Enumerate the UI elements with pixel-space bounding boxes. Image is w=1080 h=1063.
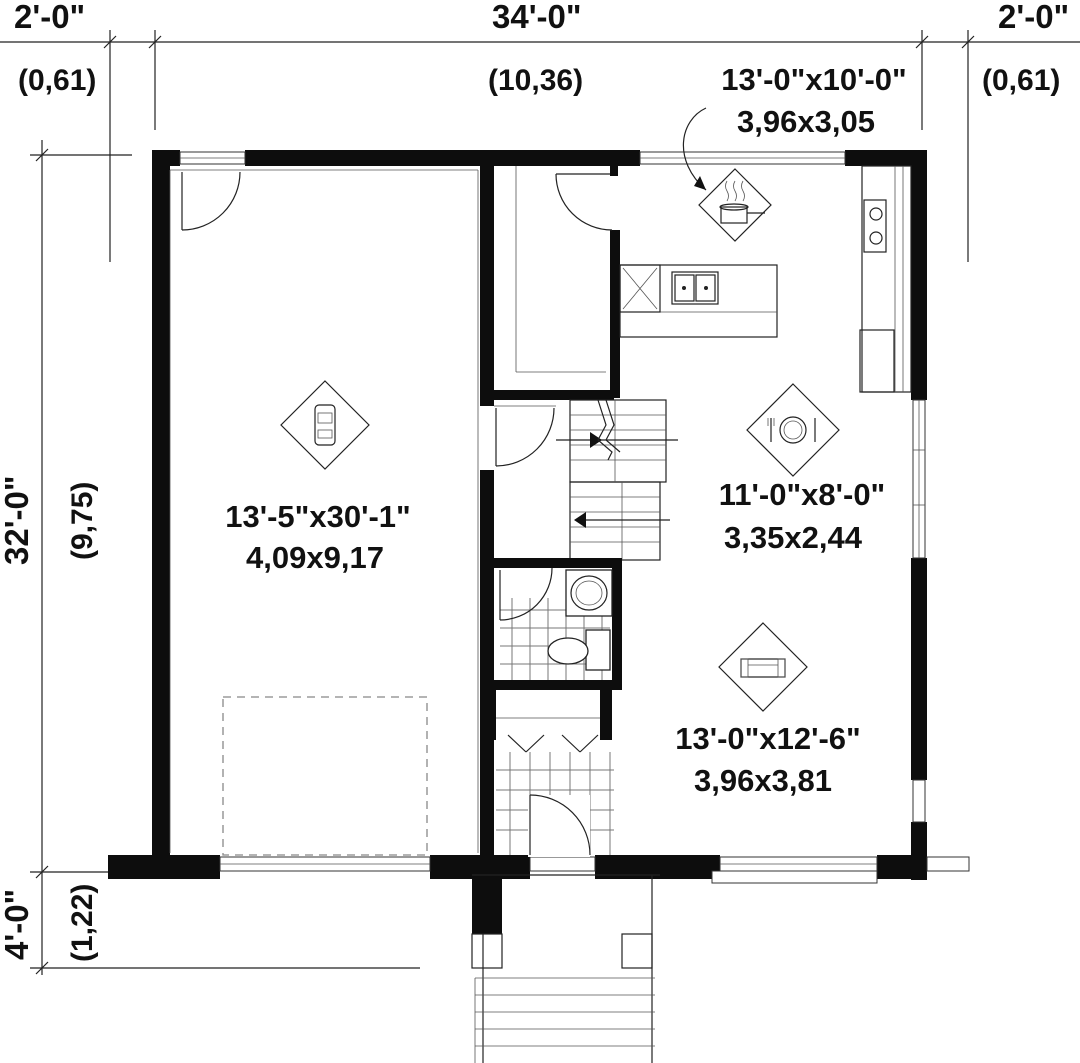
entry xyxy=(486,690,614,857)
garage-size-m: 4,09x9,17 xyxy=(246,540,384,575)
kitchen-size-ft: 13'-0"x10'-0" xyxy=(721,62,906,97)
top-dimension-lines xyxy=(0,30,1080,262)
porch xyxy=(471,858,660,1063)
left-bottom-dimension-ft: 4'-0" xyxy=(0,889,35,960)
top-center-dimension-ft: 34'-0" xyxy=(492,0,582,35)
top-left-dimension-ft: 2'-0" xyxy=(14,0,85,35)
garage xyxy=(169,169,479,856)
top-right-dimension-ft: 2'-0" xyxy=(998,0,1069,35)
garage-size-ft: 13'-5"x30'-1" xyxy=(225,499,410,534)
top-left-dimension-m: (0,61) xyxy=(18,64,96,97)
cooking-pot-icon xyxy=(698,168,772,242)
kitchen-arrow-head xyxy=(694,176,706,190)
dining-size-m: 3,35x2,44 xyxy=(724,520,863,555)
pantry xyxy=(494,166,620,400)
kitchen-counters xyxy=(619,165,912,393)
car-icon xyxy=(280,380,370,470)
living-size-m: 3,96x3,81 xyxy=(694,763,832,798)
living-size-ft: 13'-0"x12'-6" xyxy=(675,721,860,756)
sofa-icon xyxy=(718,622,808,712)
top-right-dimension-m: (0,61) xyxy=(982,64,1060,97)
kitchen-label-arrow xyxy=(682,107,707,191)
top-center-dimension-m: (10,36) xyxy=(488,64,583,97)
hall-closet xyxy=(494,405,556,467)
left-dimension-lines xyxy=(30,140,420,975)
kitchen-size-m: 3,96x3,05 xyxy=(737,104,875,139)
left-bottom-dimension-m: (1,22) xyxy=(66,884,99,962)
windows xyxy=(179,151,970,884)
bathroom xyxy=(480,558,622,690)
dining-size-ft: 11'-0"x8'-0" xyxy=(719,477,886,512)
stairs xyxy=(556,399,678,561)
exterior-walls xyxy=(108,150,927,880)
place-setting-icon xyxy=(746,383,840,477)
left-main-dimension-m: (9,75) xyxy=(66,482,99,560)
left-main-dimension-ft: 32'-0" xyxy=(0,475,35,565)
